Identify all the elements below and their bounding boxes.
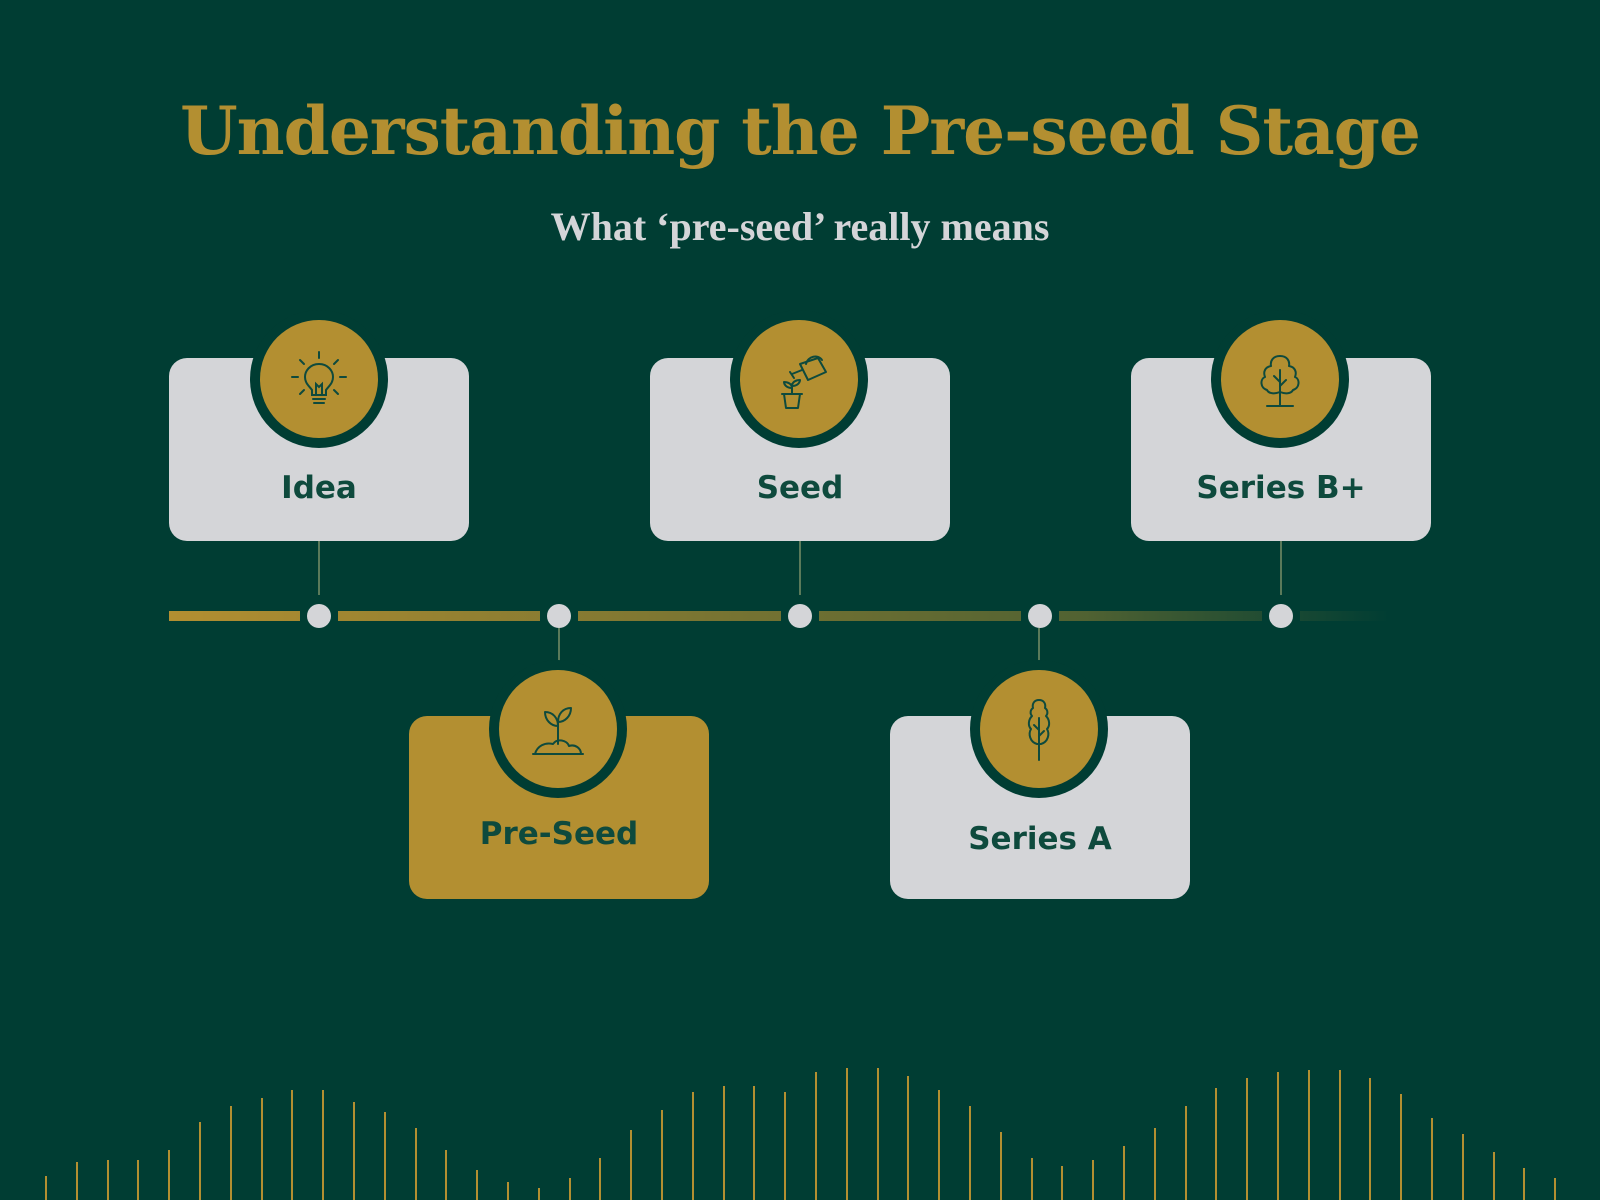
stage-label: Pre-Seed [479, 816, 639, 852]
stage-label: Seed [756, 470, 844, 506]
stage-label: Series B+ [1196, 470, 1366, 506]
stage-label: Series A [968, 821, 1112, 857]
timeline-dot-seed [788, 604, 812, 628]
timeline-dot-series-b [1269, 604, 1293, 628]
stage-badge-idea [250, 310, 388, 448]
page-subtitle: What ‘pre-seed’ really means [550, 204, 1050, 249]
connector-series-a [1038, 628, 1040, 670]
sprout-icon [532, 707, 584, 755]
connector-pre-seed [558, 628, 560, 670]
tree-icon [1260, 355, 1300, 407]
page-title: Understanding the Pre-seed Stage [180, 92, 1421, 170]
timeline-dot-pre-seed [547, 604, 571, 628]
stage-label: Idea [281, 470, 357, 506]
stage-badge-series-a [970, 660, 1108, 798]
stage-badge-seed [730, 310, 868, 448]
lightbulb-icon [291, 351, 347, 404]
connector-series-b [1280, 541, 1282, 595]
connector-idea [318, 541, 320, 595]
stage-badge-series-b [1211, 310, 1349, 448]
timeline-dot-idea [307, 604, 331, 628]
young-tree-icon [1027, 699, 1051, 761]
stage-badge-pre-seed [489, 660, 627, 798]
watering-can-icon [781, 355, 827, 409]
connector-seed [799, 541, 801, 595]
timeline-dot-series-a [1028, 604, 1052, 628]
